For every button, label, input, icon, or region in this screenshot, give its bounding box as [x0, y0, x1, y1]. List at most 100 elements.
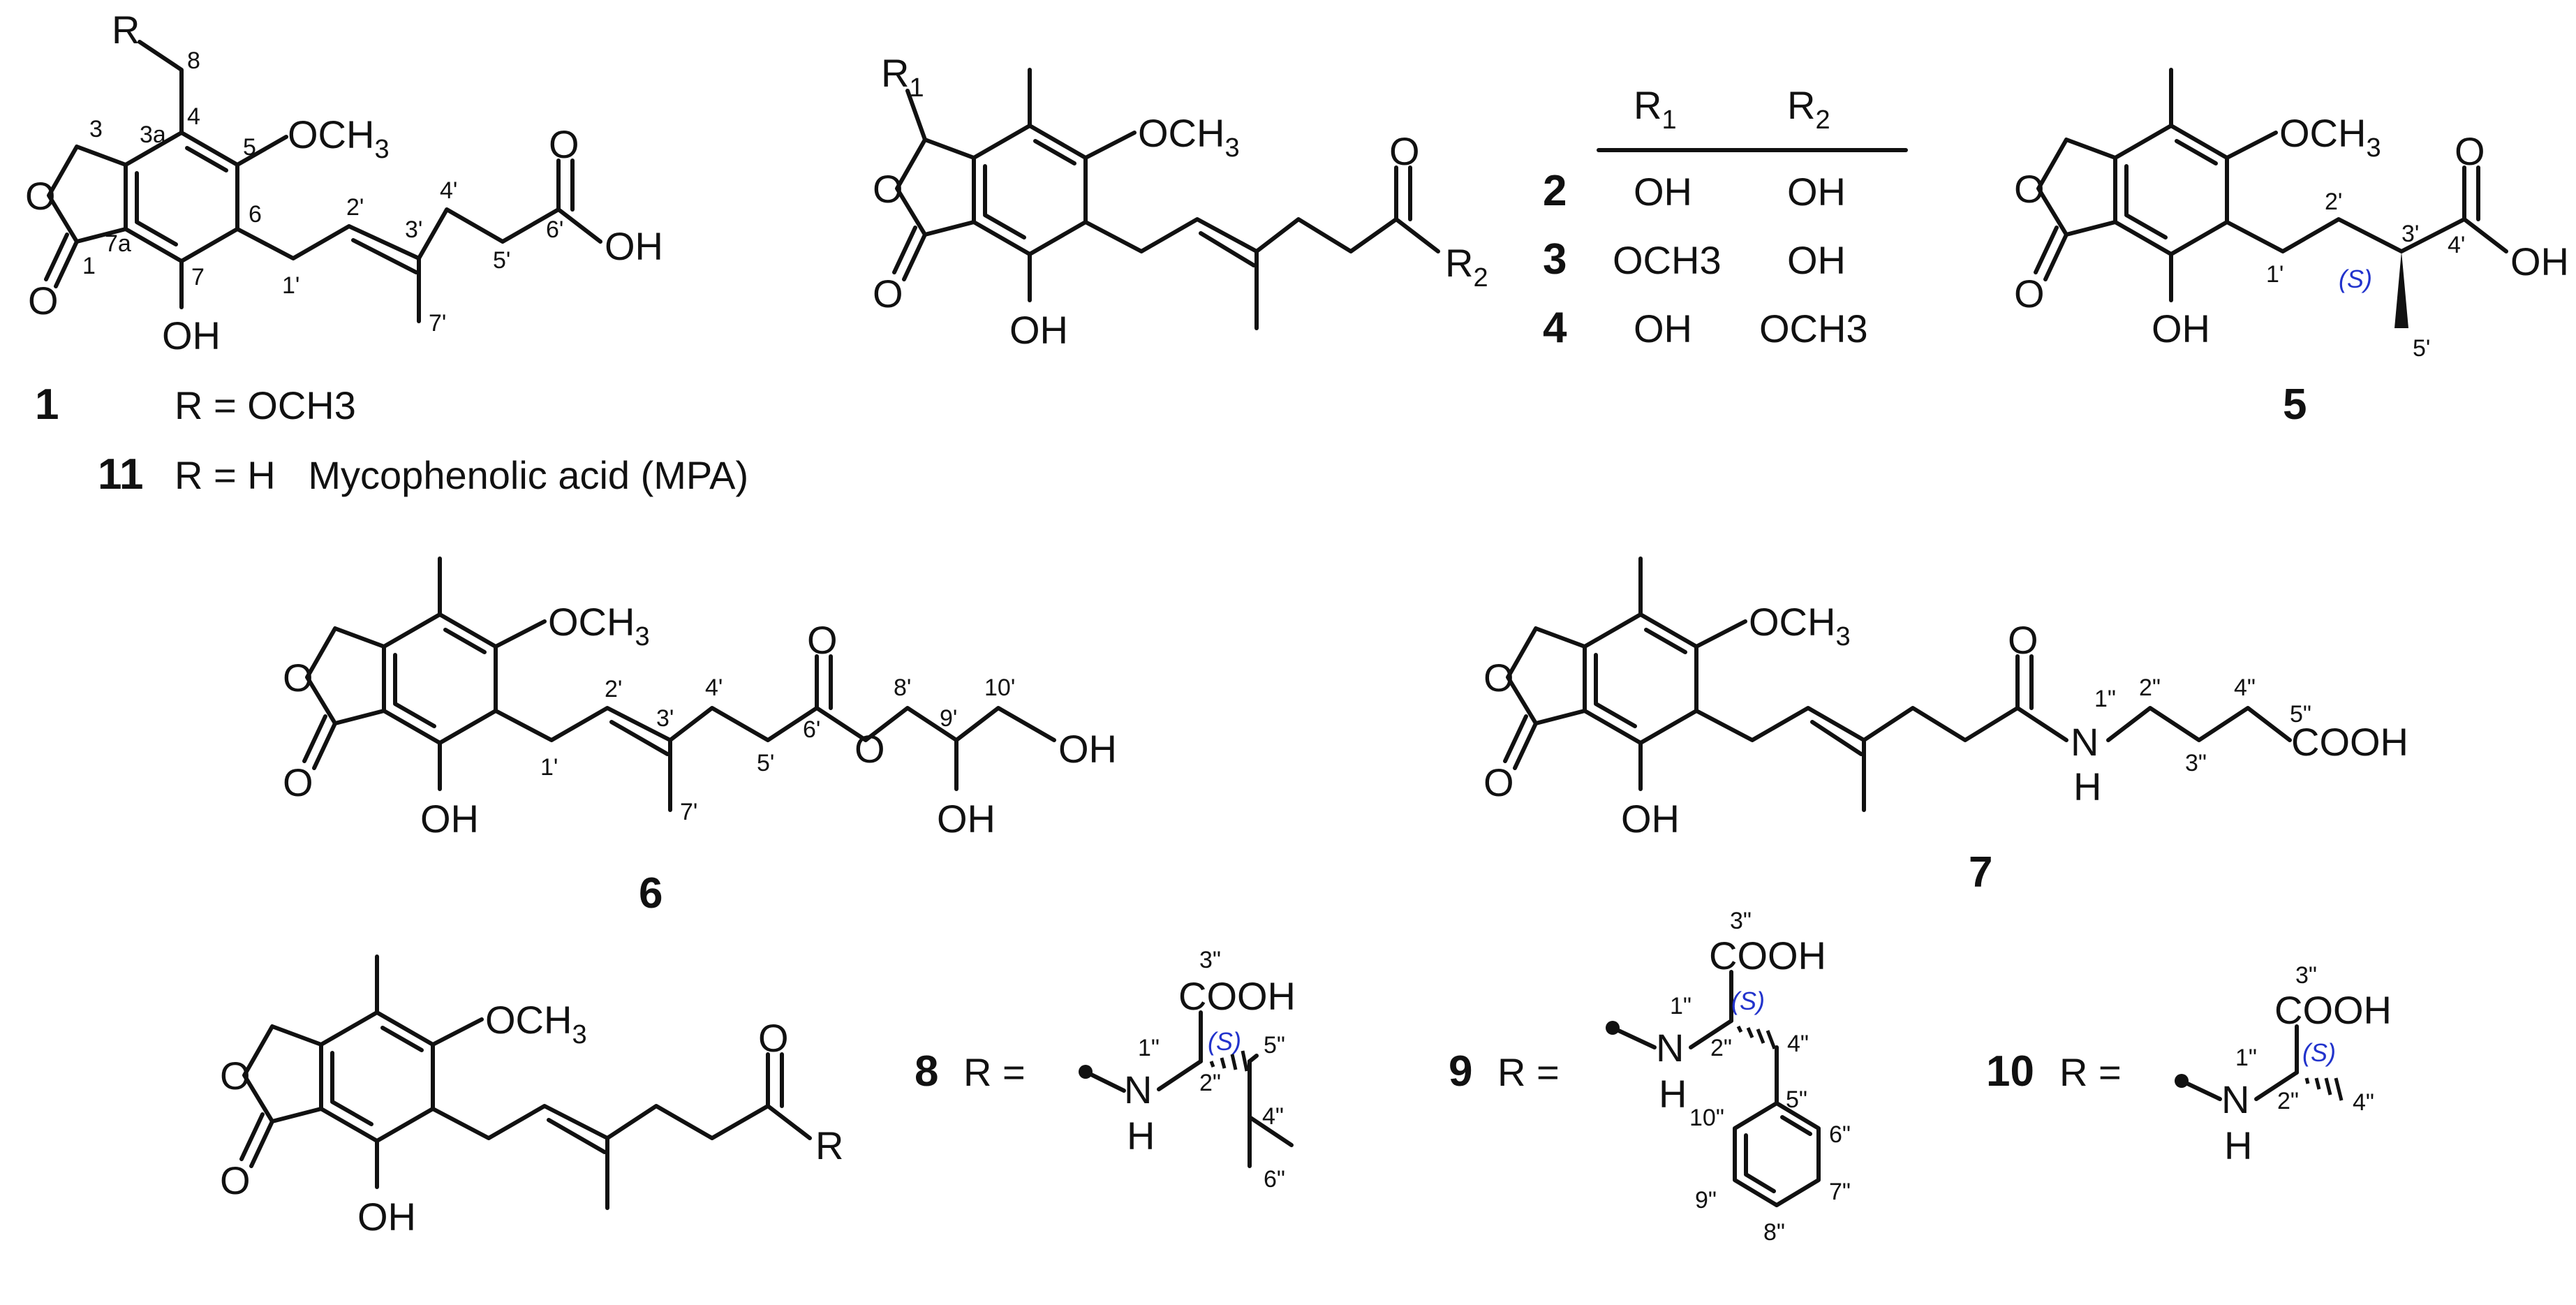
compound-1-structure: R 8 3 3a 4 5 OCH3 6 7a 7 1 O O OH 1' 2' … — [25, 8, 748, 499]
c6-och3: OCH3 — [548, 600, 650, 651]
compound-7-structure: OCH3 O O OH O N H 1" 2" 3" 4" 5" COOH 7 — [1483, 556, 2408, 897]
c2-och3: OCH3 — [1138, 111, 1240, 163]
c8-n: N — [1124, 1068, 1152, 1112]
c8-atom-2pp: 2" — [1199, 1070, 1221, 1096]
c7-atom-2pp: 2" — [2139, 674, 2161, 701]
c6-oh: OH — [420, 797, 479, 841]
c1-och3: OCH3 — [288, 112, 390, 164]
c8-h: H — [1127, 1114, 1155, 1158]
c6-atom-2p: 2' — [605, 676, 622, 702]
c8-atom-1pp: 1" — [1138, 1035, 1160, 1061]
c5-stereo-s: (S) — [2339, 265, 2372, 293]
c9-atom-8pp: 8" — [1763, 1219, 1785, 1246]
c5-atom-2p: 2' — [2325, 189, 2342, 215]
c8-atom-4pp: 4" — [1262, 1103, 1284, 1130]
c10-stereo-s: (S) — [2302, 1038, 2336, 1067]
table-row-3-r1: OCH3 — [1613, 238, 1722, 282]
c9-atom-7pp: 7" — [1829, 1179, 1851, 1205]
c2-ketone-o: O — [1389, 129, 1420, 173]
c9-atom-10pp: 10" — [1689, 1105, 1724, 1131]
c2-r1-label: R1 — [881, 51, 924, 103]
c1-atom-6: 6 — [249, 201, 262, 228]
c1-atom-4p: 4' — [440, 177, 457, 204]
table-header-r1: R1 — [1634, 83, 1677, 135]
c7-h: H — [2073, 765, 2101, 809]
compound-number-5: 5 — [2283, 381, 2307, 429]
c5-atom-4p: 4' — [2448, 232, 2465, 258]
c2-oh: OH — [1009, 308, 1068, 352]
c6-ring-o: O — [283, 656, 313, 700]
table-row-4-r1: OH — [1634, 307, 1692, 351]
c6-oh-9p: OH — [937, 797, 995, 841]
c6-atom-6p: 6' — [803, 716, 820, 743]
c6-atom-1p: 1' — [540, 754, 558, 781]
c1-atom-3: 3 — [89, 116, 103, 142]
c1-atom-3p: 3' — [405, 216, 422, 243]
c7-och3: OCH3 — [1749, 600, 1851, 651]
c7-ring-o: O — [1483, 656, 1514, 700]
c8-carbonyl-o: O — [220, 1158, 251, 1202]
c1-r-label: R — [112, 8, 140, 52]
c8-cooh: COOH — [1178, 974, 1296, 1018]
c7-cooh: COOH — [2291, 720, 2408, 764]
c5-acid-carbonyl-o: O — [2455, 129, 2485, 173]
c8-stereo-s: (S) — [1208, 1027, 1241, 1056]
c9-stereo-s: (S) — [1731, 987, 1765, 1015]
c1-atom-6p: 6' — [546, 216, 563, 243]
c10-atom-3pp: 3" — [2295, 962, 2317, 989]
c1-atom-1: 1 — [82, 253, 96, 279]
c5-oh: OH — [2152, 307, 2210, 351]
c8-och3: OCH3 — [485, 998, 587, 1049]
c10-r-equals: R = — [2059, 1050, 2122, 1094]
c1-atom-5: 5 — [243, 134, 256, 161]
c9-atom-9pp: 9" — [1695, 1187, 1717, 1214]
c7-n: N — [2071, 720, 2098, 764]
c6-atom-3p: 3' — [656, 705, 674, 732]
c8-atom-5pp: 5" — [1264, 1032, 1285, 1059]
c9-atom-3pp: 3" — [1730, 908, 1752, 934]
compound-10-r-group: 10 R = N H 1" COOH 3" (S) 2" 4" — [1986, 962, 2392, 1167]
compound-8-10-scaffold: OCH3 O O OH O R — [220, 954, 843, 1239]
c9-atom-2pp: 2" — [1710, 1035, 1732, 1061]
c9-r-equals: R = — [1497, 1050, 1560, 1094]
c5-och3: OCH3 — [2279, 111, 2381, 163]
table-row-2-r2: OH — [1787, 170, 1846, 214]
c1-acid-oh: OH — [605, 224, 663, 268]
compound-number-1: 1 — [35, 381, 59, 429]
c9-h: H — [1659, 1072, 1687, 1116]
c1-ring-o: O — [25, 174, 56, 218]
c9-atom-4pp: 4" — [1787, 1031, 1809, 1057]
c7-atom-5pp: 5" — [2290, 701, 2311, 728]
c2-r2-label: R2 — [1445, 241, 1488, 293]
c8-atom-6pp: 6" — [1264, 1166, 1285, 1193]
c5-carbonyl-o: O — [2014, 272, 2045, 316]
c6-atom-8p: 8' — [894, 674, 911, 701]
compound-number-10: 10 — [1986, 1047, 2034, 1096]
c6-oh-10p: OH — [1058, 727, 1117, 771]
c2-ring-o: O — [873, 167, 903, 211]
c9-atom-5pp: 5" — [1786, 1086, 1807, 1113]
compound-6-structure: OCH3 O O OH 1' 2' 3' 4' 5' 6' 7' 8' 9' 1… — [283, 556, 1117, 917]
c8-r-label: R — [815, 1123, 843, 1167]
c1-carbonyl-o: O — [28, 279, 59, 323]
compound-2-4-structure: R1 OCH3 O O OH O R2 — [873, 51, 1488, 352]
c9-n: N — [1656, 1026, 1684, 1070]
c8-r-equals: R = — [963, 1050, 1026, 1094]
c1-atom-1p: 1' — [282, 272, 299, 299]
compound-number-7: 7 — [1969, 848, 1992, 897]
c10-atom-4pp: 4" — [2353, 1089, 2374, 1116]
table-header-r2: R2 — [1787, 83, 1830, 135]
c5-ring-o: O — [2014, 167, 2045, 211]
c1-oh: OH — [162, 314, 221, 357]
c6-atom-10p: 10' — [984, 674, 1015, 701]
c5-atom-5p: 5' — [2413, 335, 2430, 362]
c10-cooh: COOH — [2274, 988, 2392, 1032]
c6-atom-9p: 9' — [940, 705, 957, 732]
c7-carbonyl-o: O — [1483, 760, 1514, 804]
c10-h: H — [2224, 1123, 2252, 1167]
table-row-3-number: 3 — [1543, 235, 1567, 283]
compound-9-r-group: 9 R = N H 1" COOH 3" (S) 2" 4" 5" 6" 7" … — [1449, 908, 1851, 1246]
compound-11-r-definition: R = H Mycophenolic acid (MPA) — [175, 453, 748, 497]
c6-ester-o: O — [854, 727, 885, 771]
